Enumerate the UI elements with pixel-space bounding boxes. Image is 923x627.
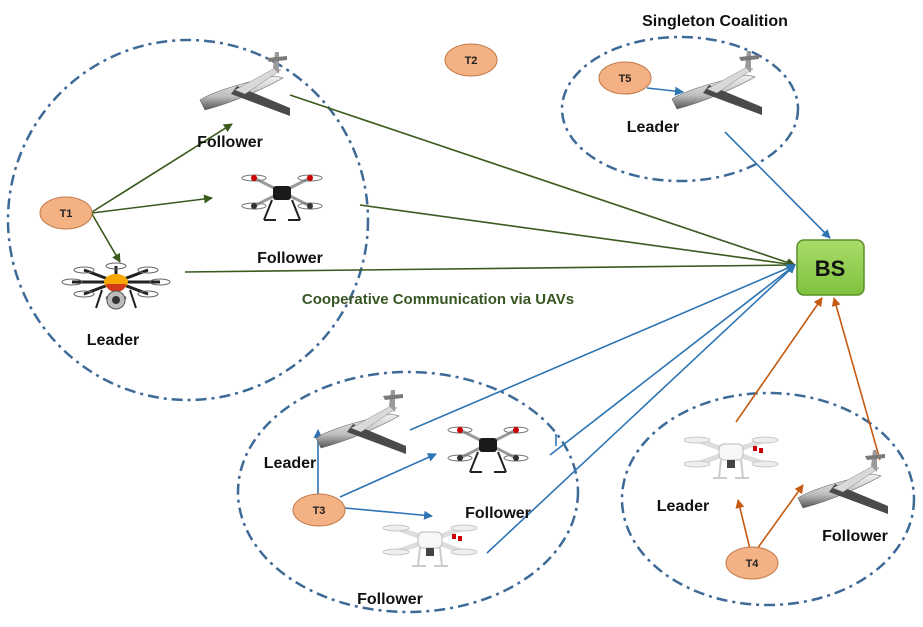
task-node-t4: T4 (725, 546, 779, 580)
task-label: T4 (746, 558, 760, 570)
link-c5-leader-to-bs (724, 131, 831, 239)
task-node-t2: T2 (444, 43, 498, 77)
uav-octocopter-icon (60, 261, 172, 311)
links-green (91, 94, 796, 273)
link-c3-leader-to-bs (409, 264, 796, 431)
caption: Cooperative Communication via UAVs (302, 291, 574, 308)
link-c1-leader-to-bs (184, 260, 796, 273)
coalition-1-boundary (6, 38, 370, 402)
link-t1-to-leader (91, 213, 121, 263)
base-station: BS (796, 239, 865, 296)
coalition-4-boundary (620, 391, 916, 607)
c4-leader-label: Leader (657, 498, 709, 515)
uav-white-quadcopter-icon (684, 437, 778, 478)
links-orange (735, 297, 881, 550)
link-c3-follower-quad-to-bs (549, 264, 796, 456)
c1-leader-label: Leader (87, 332, 139, 349)
uav-fixed-wing-icon (671, 50, 763, 116)
uav-fixed-wing-icon (199, 51, 291, 117)
c4-follower-label: Follower (822, 528, 888, 545)
coalition-3-boundary (236, 370, 580, 614)
link-c4-follower-to-bs (831, 297, 881, 461)
link-t4-to-follower (756, 484, 804, 550)
task-label: T5 (619, 73, 632, 85)
task-nodes: T1 T2 T3 T4 T5 (39, 43, 779, 580)
uav-fixed-wing-icon (315, 389, 407, 455)
coalition-5-boundary (560, 35, 800, 183)
task-label: T1 (60, 208, 73, 220)
c3-follower-label: Follower (357, 591, 423, 608)
link-t3-to-follower-quad (339, 453, 437, 498)
c5-leader-label: Leader (627, 119, 679, 136)
link-t4-to-leader (735, 499, 751, 550)
c3-follower-label: Follower (465, 505, 531, 522)
link-t1-to-follower-top (91, 123, 233, 213)
c1-follower-label: Follower (197, 134, 263, 151)
link-c1-follower-top-to-bs (289, 94, 796, 267)
uav-fixed-wing-icon (797, 449, 889, 515)
c3-leader-label: Leader (264, 455, 316, 472)
task-node-t5: T5 (598, 61, 652, 95)
uav-quadcopter-icon (446, 425, 530, 474)
base-station-label: BS (815, 256, 846, 281)
task-label: T3 (313, 505, 326, 517)
task-node-t1: T1 (39, 196, 93, 230)
link-t5-to-leader (646, 86, 684, 96)
task-label: T2 (465, 55, 478, 67)
uav-quadcopter-icon (240, 173, 324, 222)
links-blue (313, 86, 831, 554)
singleton-coalition-title: Singleton Coalition (642, 13, 788, 30)
link-c1-follower-quad-to-bs (359, 204, 796, 269)
task-node-t3: T3 (292, 493, 346, 527)
c1-follower-label: Follower (257, 250, 323, 267)
coalition-boundaries (6, 35, 916, 614)
link-t3-to-follower-white (344, 507, 433, 520)
link-c4-leader-to-bs (735, 297, 823, 423)
uav-white-quadcopter-icon (383, 525, 477, 566)
link-c3-follower-white-to-bs (486, 264, 796, 554)
link-t1-to-follower-quad (91, 194, 213, 214)
